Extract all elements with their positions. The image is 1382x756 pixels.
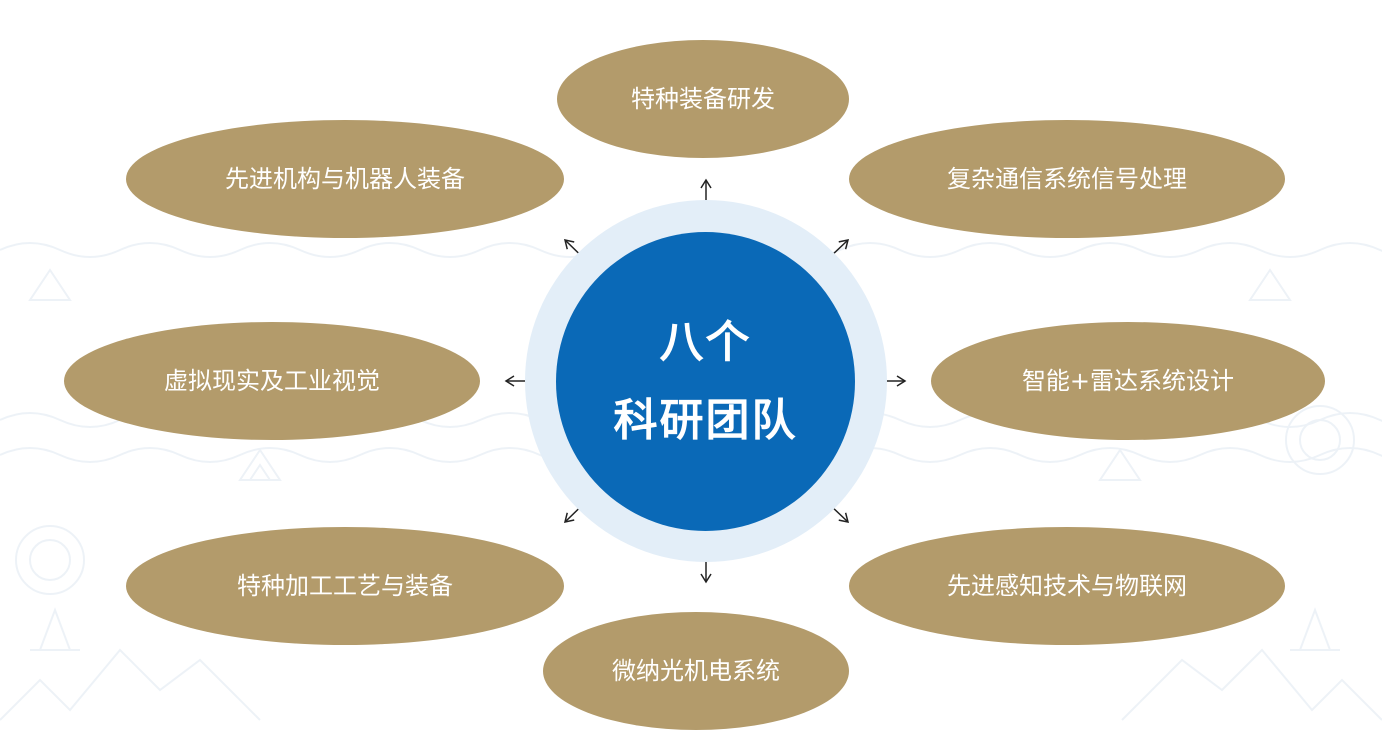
team-label: 智能+雷达系统设计 bbox=[1021, 366, 1235, 395]
team-mechanisms-robotics[interactable]: 先进机构与机器人装备 bbox=[126, 120, 564, 238]
team-communication-signal[interactable]: 复杂通信系统信号处理 bbox=[849, 120, 1285, 238]
team-label: 虚拟现实及工业视觉 bbox=[164, 366, 380, 395]
team-label: 特种加工工艺与装备 bbox=[237, 571, 453, 600]
team-sensing-iot[interactable]: 先进感知技术与物联网 bbox=[849, 527, 1285, 645]
team-label: 复杂通信系统信号处理 bbox=[947, 164, 1187, 193]
team-mems[interactable]: 微纳光机电系统 bbox=[543, 612, 849, 730]
team-label: 特种装备研发 bbox=[631, 84, 775, 113]
team-radar-design[interactable]: 智能+雷达系统设计 bbox=[931, 322, 1325, 440]
team-label: 微纳光机电系统 bbox=[612, 656, 780, 685]
team-vr-vision[interactable]: 虚拟现实及工业视觉 bbox=[64, 322, 480, 440]
team-special-equipment[interactable]: 特种装备研发 bbox=[557, 40, 849, 158]
hub-circle: 八个 科研团队 bbox=[556, 232, 855, 531]
hub-title-line-2: 科研团队 bbox=[613, 394, 798, 446]
team-label: 先进感知技术与物联网 bbox=[947, 571, 1187, 600]
team-special-processing[interactable]: 特种加工工艺与装备 bbox=[126, 527, 564, 645]
team-label: 先进机构与机器人装备 bbox=[225, 164, 465, 193]
hub-title-line-1: 八个 bbox=[659, 316, 752, 368]
